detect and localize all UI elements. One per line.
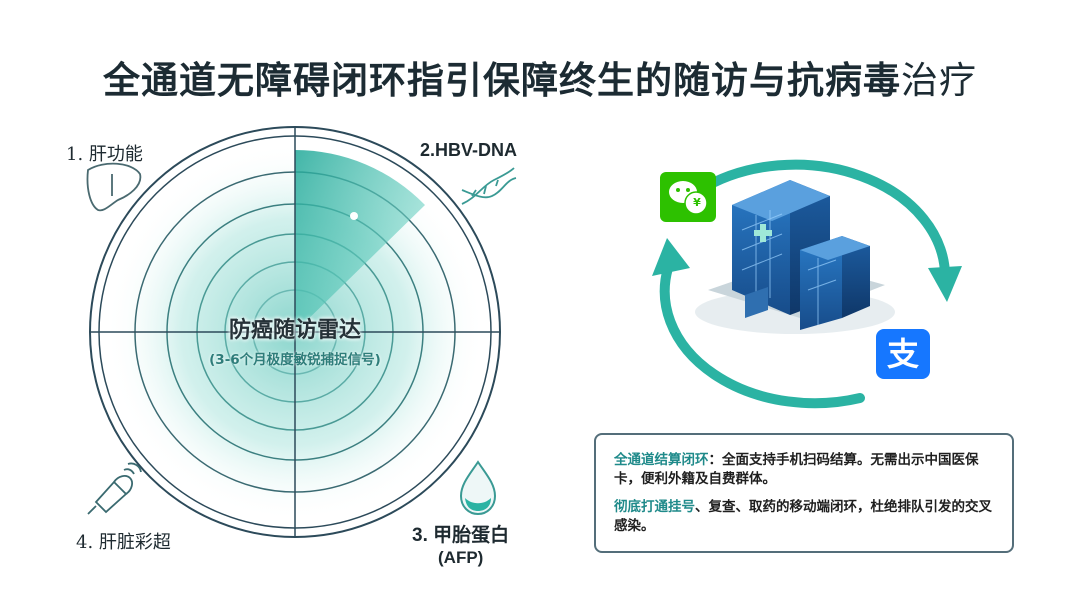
radar-blip (350, 212, 358, 220)
liver-icon (86, 162, 142, 212)
alipay-glyph: 支 (886, 335, 919, 373)
wechat-currency-glyph: ¥ (693, 196, 701, 209)
radar-sweep (295, 150, 425, 332)
info-p2-accent: 彻底打通挂号 (614, 499, 695, 515)
radar-caption: 防癌随访雷达 (3-6个月极度敏锐捕捉信号) (130, 312, 460, 368)
cycle-arrows (652, 159, 962, 409)
page-title-tail: 治疗 (901, 59, 977, 102)
dna-icon (461, 167, 517, 205)
wechat-pay-icon (660, 172, 716, 222)
cycle-arrow-bottom-head (652, 238, 690, 276)
info-box: 全通道结算闭环：全面支持手机扫码结算。无需出示中国医保卡，便利外籍及自费群体。 … (594, 433, 1014, 553)
label-afp: 3. 甲胎蛋白 (412, 525, 510, 546)
cycle-arrow-top (695, 159, 951, 285)
info-paragraph-2: 彻底打通挂号、复查、取药的移动端闭环，杜绝排队引发的交叉感染。 (614, 498, 996, 536)
info-p2-text: 、复查、取药的移动端闭环，杜绝排队引发的交叉感染。 (614, 499, 992, 534)
ultrasound-probe-icon (87, 462, 142, 515)
label-liver-function: 1. 肝功能 (66, 144, 143, 165)
label-ultrasound: 4. 肝脏彩超 (76, 532, 171, 553)
label-afp-abbr: (AFP) (438, 548, 484, 567)
hospital-building-icon (695, 180, 895, 334)
radar-subtitle: (3-6个月极度敏锐捕捉信号) (209, 352, 381, 368)
cycle-arrow-bottom (659, 263, 865, 409)
info-p1-accent: 全通道结算闭环 (614, 452, 709, 468)
alipay-icon (876, 329, 930, 379)
radar-title: 防癌随访雷达 (228, 318, 361, 343)
radar-chart (89, 126, 501, 538)
page-title: 全通道无障碍闭环指引保障终生的随访与抗病毒治疗 (0, 50, 1080, 104)
cycle-arrow-top-head (928, 266, 962, 302)
drop-icon (459, 460, 497, 516)
page-title-main: 全通道无障碍闭环指引保障终生的随访与抗病毒 (103, 59, 901, 102)
info-p1-text: ：全面支持手机扫码结算。无需出示中国医保卡，便利外籍及自费群体。 (614, 452, 979, 487)
info-paragraph-1: 全通道结算闭环：全面支持手机扫码结算。无需出示中国医保卡，便利外籍及自费群体。 (614, 451, 996, 489)
label-hbv-dna: 2.HBV-DNA (420, 140, 518, 160)
